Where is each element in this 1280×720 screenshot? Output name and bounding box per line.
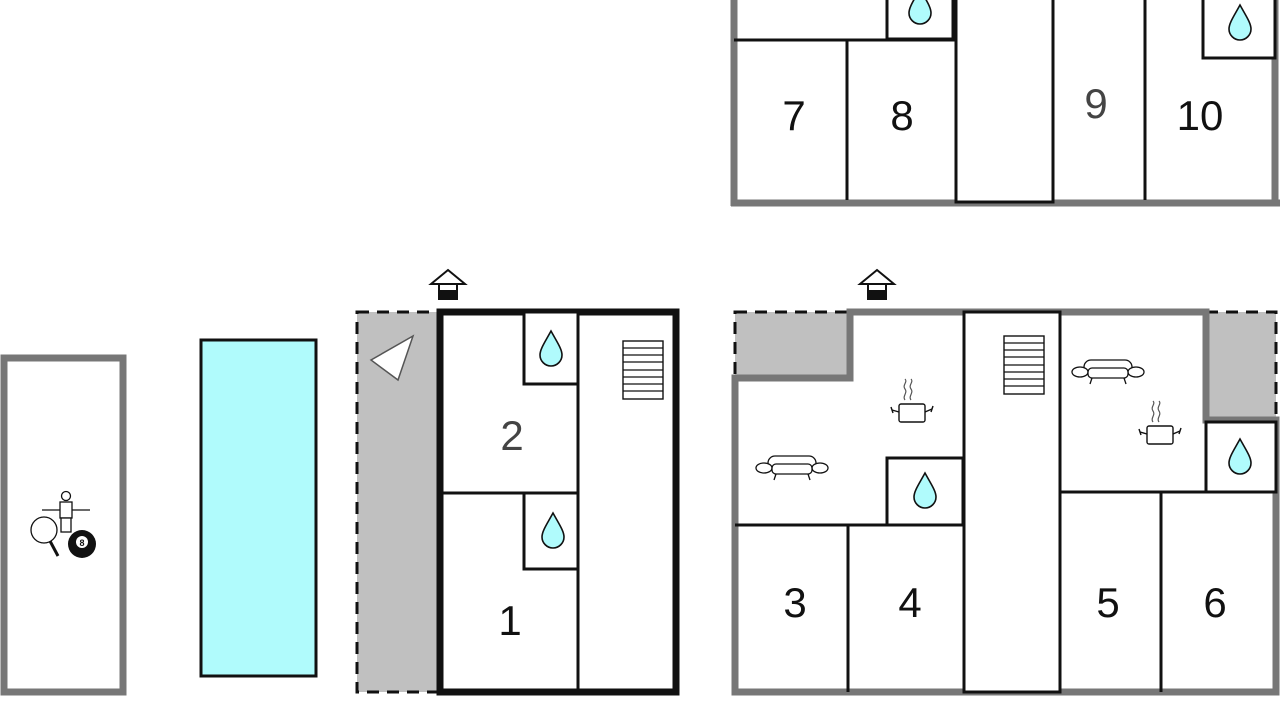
room-label-8: 8: [890, 92, 913, 139]
stairs-icon: [1003, 335, 1045, 395]
room-label-10: 10: [1177, 92, 1224, 139]
hallway-upper: [954, 0, 1055, 204]
entrance-house-icon: [859, 269, 895, 300]
terrace-right-right: [1204, 310, 1278, 422]
game-room: 8: [0, 354, 127, 696]
room-label-7: 7: [782, 92, 805, 139]
left-building: 2 1: [355, 269, 680, 696]
terrace-right-left: [733, 310, 852, 380]
room-label-1: 1: [498, 597, 521, 644]
room-label-5: 5: [1096, 579, 1119, 626]
room-label-3: 3: [783, 579, 806, 626]
right-building: 3 4 5 6: [731, 269, 1280, 696]
entrance-house-icon: [430, 269, 466, 300]
terrace-sun-icon: [369, 334, 415, 382]
foosball-icon: [42, 490, 90, 533]
svg-text:8: 8: [79, 538, 84, 548]
room-label-9: 9: [1084, 80, 1107, 127]
water-drop-icon: [908, 0, 932, 25]
swimming-pool: [199, 338, 318, 678]
room-label-6: 6: [1203, 579, 1226, 626]
table-tennis-icon: [30, 516, 60, 557]
upper-building: 7 8 9 10: [730, 0, 1280, 207]
stairs-icon: [622, 340, 664, 400]
room-label-2: 2: [500, 412, 523, 459]
room-label-4: 4: [898, 579, 921, 626]
billiard-8-ball-icon: 8: [68, 530, 96, 558]
